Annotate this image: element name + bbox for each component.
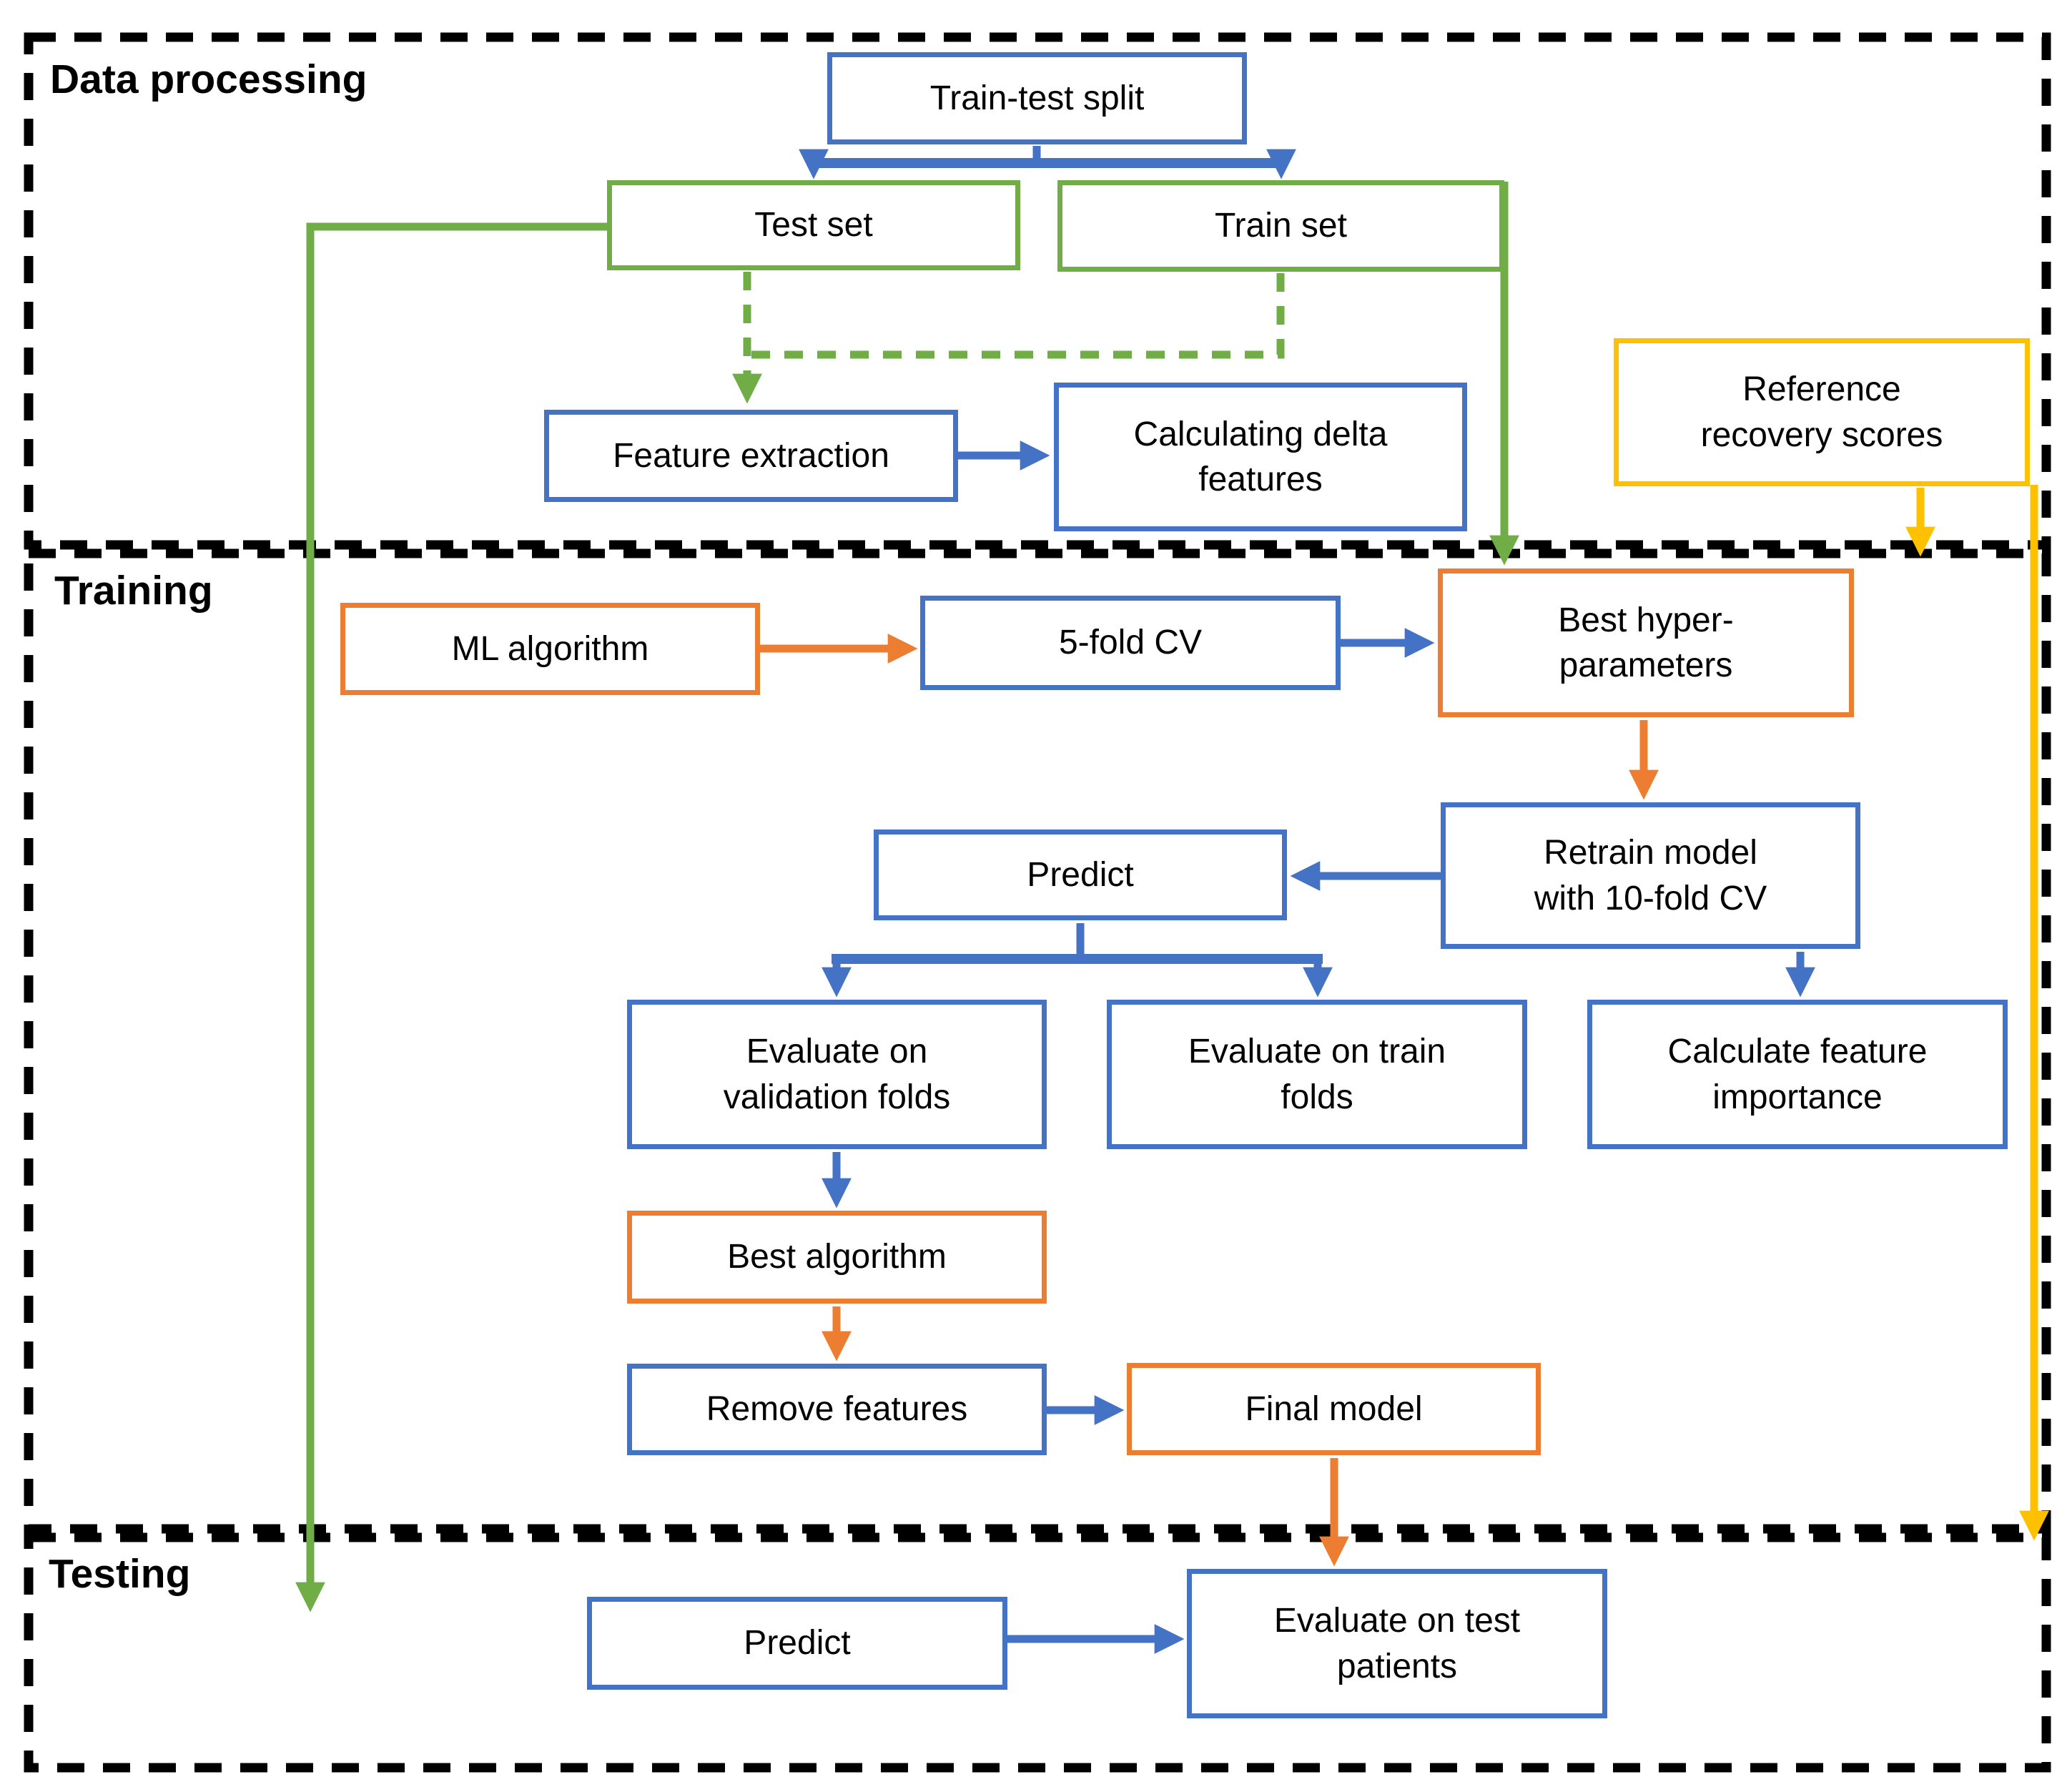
evaluate-test-patients-label: Evaluate on test patients xyxy=(1273,1602,1521,1685)
flow-box-ml-algorithm: ML algorithm xyxy=(340,603,760,695)
ml-algorithm-label: ML algorithm xyxy=(451,629,649,668)
flow-box-calculating-delta-features: Calculating delta features xyxy=(1054,383,1467,531)
train-test-split-label: Train-test split xyxy=(929,79,1145,117)
test-set-label: Test set xyxy=(754,206,873,245)
flow-box-calculate-feature-importance: Calculate feature importance xyxy=(1587,1000,2008,1149)
flow-box-predict-training: Predict xyxy=(874,829,1287,920)
testing-section-border xyxy=(24,1532,2051,1773)
flow-box-reference-recovery-scores: Reference recovery scores xyxy=(1614,338,2030,486)
flow-box-remove-features: Remove features xyxy=(627,1364,1047,1455)
flow-box-retrain-model: Retrain model with 10-fold CV xyxy=(1441,802,1860,949)
green-connectors xyxy=(295,182,1519,1613)
training-section-label: Training xyxy=(54,568,213,614)
flow-box-evaluate-train-folds: Evaluate on train folds xyxy=(1107,1000,1527,1149)
train-set-label: Train set xyxy=(1215,207,1347,245)
data-processing-section-label: Data processing xyxy=(50,56,367,102)
best-hyperparameters-label: Best hyper- parameters xyxy=(1558,601,1734,684)
flow-box-best-hyperparameters: Best hyper- parameters xyxy=(1438,568,1854,717)
remove-features-label: Remove features xyxy=(706,1390,968,1429)
flow-box-feature-extraction: Feature extraction xyxy=(544,410,958,502)
dashed-train-set-to-junction xyxy=(747,273,1285,359)
training-section-border xyxy=(24,548,2051,1534)
flow-box-5-fold-cv: 5-fold CV xyxy=(920,596,1341,690)
flow-box-evaluate-test-patients: Evaluate on test patients xyxy=(1187,1569,1607,1718)
calculating-delta-features-label: Calculating delta features xyxy=(1133,415,1388,498)
orange-connectors xyxy=(760,634,1659,1567)
testing-section-label: Testing xyxy=(49,1551,191,1597)
final-model-label: Final model xyxy=(1245,1389,1423,1428)
flow-box-train-test-split: Train-test split xyxy=(827,52,1247,144)
predict-testing-label: Predict xyxy=(744,1624,851,1663)
feature-extraction-label: Feature extraction xyxy=(613,436,889,475)
predict-training-label: Predict xyxy=(1027,855,1134,894)
flow-box-evaluate-validation-folds: Evaluate on validation folds xyxy=(627,1000,1047,1149)
evaluate-train-folds-label: Evaluate on train folds xyxy=(1188,1033,1446,1116)
flow-box-test-set: Test set xyxy=(607,180,1020,270)
arrow-test-set-to-testing-section xyxy=(295,222,607,1613)
blue-connectors xyxy=(809,146,1815,1654)
data-processing-section-border xyxy=(24,32,2051,550)
5-fold-cv-label: 5-fold CV xyxy=(1058,624,1203,662)
best-algorithm-label: Best algorithm xyxy=(727,1238,947,1276)
calculate-feature-importance-label: Calculate feature importance xyxy=(1667,1033,1928,1116)
yellow-connectors xyxy=(1905,485,2049,1541)
flow-box-final-model: Final model xyxy=(1127,1363,1541,1455)
flow-box-predict-testing: Predict xyxy=(587,1597,1007,1690)
retrain-model-label: Retrain model with 10-fold CV xyxy=(1534,834,1767,917)
flow-box-train-set: Train set xyxy=(1057,180,1504,272)
evaluate-validation-folds-label: Evaluate on validation folds xyxy=(723,1033,951,1116)
reference-recovery-scores-label: Reference recovery scores xyxy=(1700,370,1943,454)
flow-box-best-algorithm: Best algorithm xyxy=(627,1211,1047,1304)
